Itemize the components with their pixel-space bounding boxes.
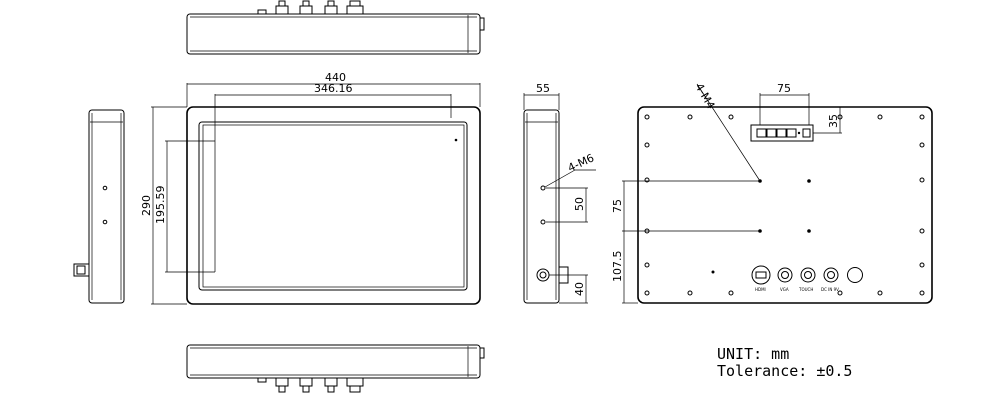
side-depth-label: 55: [536, 82, 550, 95]
rear-touch-connector: TOUCH: [798, 267, 816, 292]
rear-bottom-label: 107.5: [611, 251, 624, 283]
rear-label-plate: [750, 124, 814, 142]
left-side-view: [73, 109, 125, 304]
rear-spacing-h-label: 75: [777, 82, 791, 95]
top-connector-3: [324, 0, 338, 15]
top-connector-4: [346, 0, 364, 15]
front-inner-height-label: 195.59: [154, 186, 167, 225]
svg-text:VGA: VGA: [780, 287, 789, 292]
bottom-view: [186, 344, 485, 393]
rear-hdmi-connector: HDMI: [751, 265, 771, 292]
front-view: 440 346.16 290 195.59: [140, 71, 481, 305]
rear-top-label: 35: [827, 114, 840, 128]
side-spacing-label: 50: [573, 197, 586, 211]
svg-text:TOUCH: TOUCH: [798, 287, 813, 292]
front-inner-width-label: 346.16: [314, 82, 353, 95]
rear-spacing-v-label: 75: [611, 199, 624, 213]
tolerance-note: Tolerance: ±0.5: [717, 362, 852, 380]
rear-view: HDMI VGA TOUCH DC IN 9V 4-M4 75 35: [611, 81, 933, 304]
rear-vga-connector: VGA: [777, 267, 793, 292]
svg-text:DC IN 9V: DC IN 9V: [821, 287, 839, 292]
side-thread-label: 4-M6: [566, 151, 596, 174]
front-width-label: 440: [325, 71, 346, 84]
front-height-label: 290: [140, 195, 153, 216]
top-view: [186, 0, 485, 55]
rear-vent-circle: [847, 267, 863, 283]
top-connector-2: [299, 0, 313, 15]
unit-note: UNIT: mm: [717, 345, 789, 363]
rear-edge-screws: [644, 114, 925, 296]
rear-dc-connector: DC IN 9V: [821, 267, 839, 292]
svg-text:HDMI: HDMI: [755, 287, 766, 292]
side-bottom-label: 40: [573, 282, 586, 296]
bottom-connectors: [257, 377, 364, 393]
right-side-view: 55 4-M6 50 40: [523, 82, 596, 304]
top-connector-1: [275, 0, 289, 15]
